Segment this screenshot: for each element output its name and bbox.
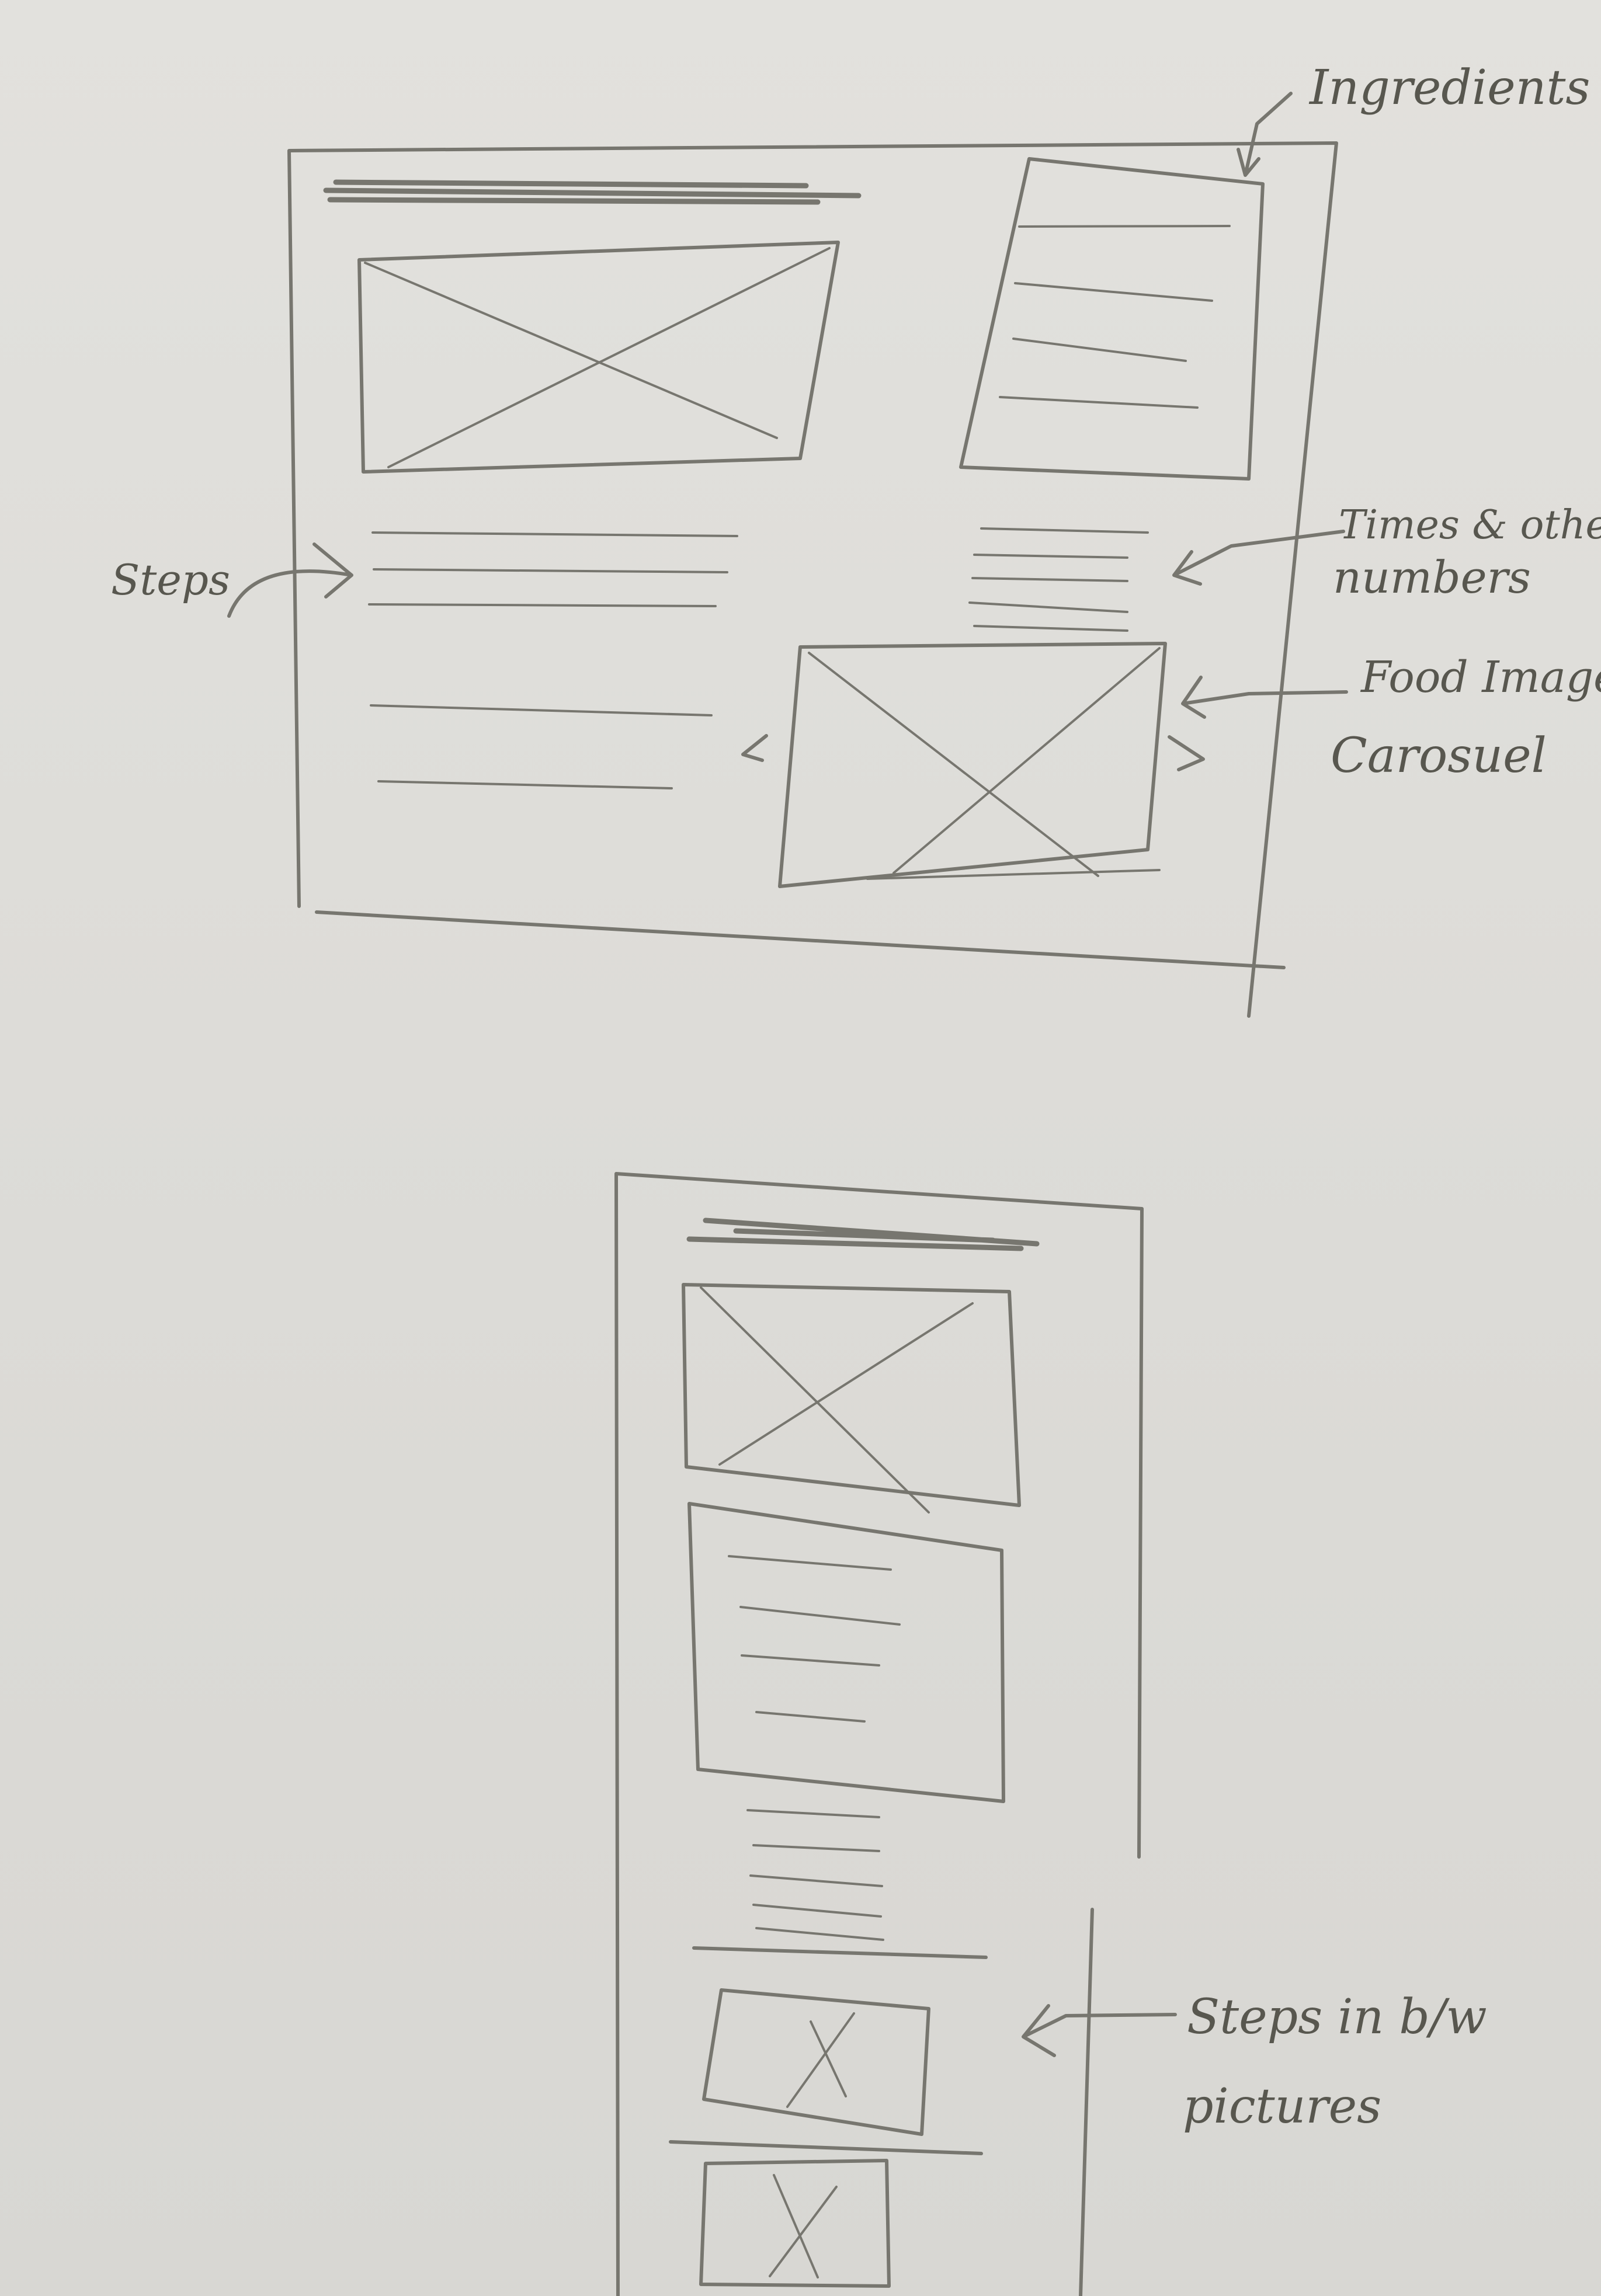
desktop-food-carousel: [741, 642, 1205, 888]
annotations: Ingredients Times & other numbers Steps …: [111, 60, 1601, 2134]
mobile-title-bar: [686, 1217, 1040, 1251]
food-carousel-arrow: [1181, 676, 1348, 719]
desktop-wireframe: [287, 141, 1338, 1018]
ingredients-arrow: [1237, 92, 1293, 177]
steps-bw-arrow: [1022, 2004, 1177, 2057]
mobile-ingredients-box: [687, 1502, 1005, 1803]
desktop-times-lines: [968, 527, 1149, 632]
times-label-line2: numbers: [1333, 551, 1531, 603]
food-carousel-label-line1: Food Image: [1360, 652, 1601, 702]
food-carousel-label-line2: Carosuel: [1331, 728, 1547, 784]
desktop-frame: [287, 141, 1338, 1018]
carousel-prev-arrow: [741, 734, 768, 762]
steps-bw-label-line1: Steps in b/w: [1187, 1989, 1487, 2045]
steps-label: Steps: [111, 555, 230, 604]
times-label-line1: Times & other: [1339, 502, 1601, 548]
steps-arrow: [227, 542, 353, 618]
mobile-step-picture-2: [699, 2159, 891, 2288]
carousel-next-arrow: [1168, 735, 1205, 771]
mobile-times-lines: [746, 1809, 884, 1941]
mobile-hero-image-placeholder: [682, 1283, 1021, 1514]
steps-bw-label-line2: pictures: [1183, 2079, 1381, 2134]
mobile-wireframe: [614, 1172, 1144, 2296]
times-arrow: [1172, 530, 1345, 586]
ingredients-label: Ingredients: [1308, 60, 1590, 116]
desktop-ingredients-box: [959, 157, 1265, 481]
mobile-step-picture-1: [702, 1988, 930, 2136]
desktop-hero-image-placeholder: [357, 241, 840, 474]
mobile-frame: [614, 1172, 1144, 2296]
desktop-title-bar: [323, 179, 862, 205]
mobile-steps-divider: [669, 1946, 988, 2155]
desktop-steps-lines: [368, 531, 738, 789]
